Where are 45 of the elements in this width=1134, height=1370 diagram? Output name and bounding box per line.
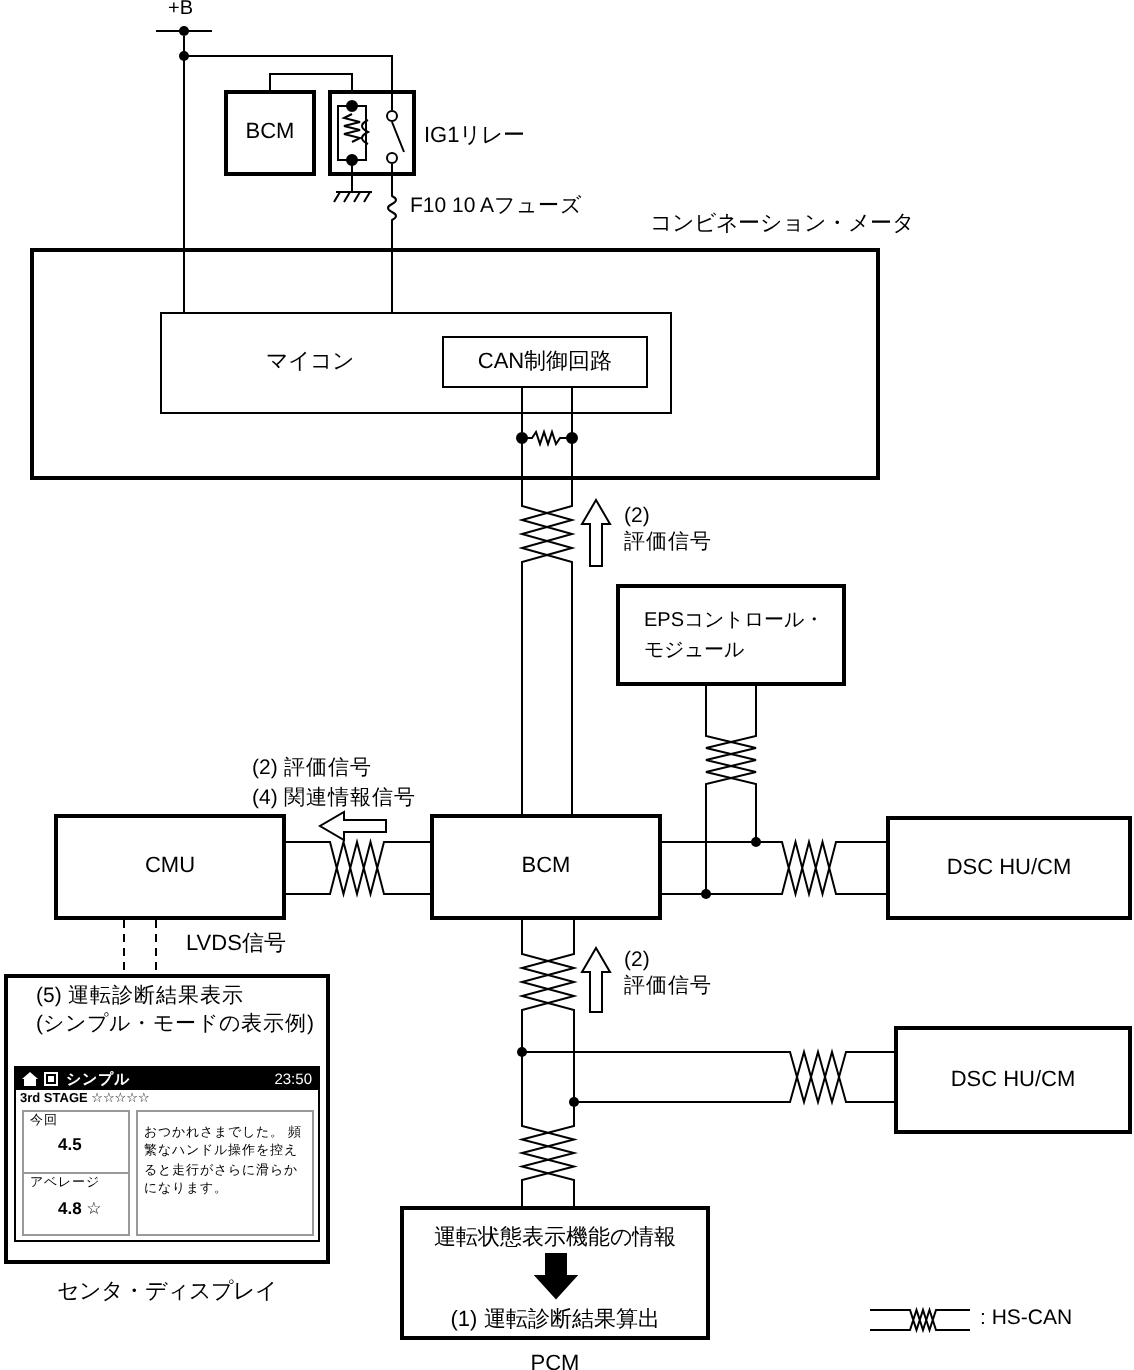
module-box — [894, 1026, 1132, 1134]
caption-text: センタ・ディスプレイ — [55, 1278, 279, 1307]
legend-text: : HS-CAN — [980, 1306, 1073, 1330]
module-box — [54, 814, 286, 920]
caption-text: PCM — [528, 1350, 582, 1370]
unit-label: コンビネーション・メータ — [650, 210, 914, 239]
wire — [661, 841, 757, 895]
fuse-label: F10 10 Aフューズ — [410, 194, 583, 221]
signal-label: (2) 評価信号 — [252, 756, 372, 783]
unit-label: 運転状態表示機能の情報 — [432, 1224, 678, 1253]
unit-label: (5) 運転診断結果表示 (シンプル・モードの表示例) — [36, 984, 316, 1039]
dashed-line — [123, 919, 157, 975]
edge-label: LVDS信号 — [184, 928, 288, 958]
signal-label: (4) 関連情報信号 — [252, 786, 416, 813]
module-box — [430, 814, 662, 920]
wire — [705, 838, 887, 898]
caption-text: (1) 運転診断結果算出 — [448, 1306, 662, 1335]
wire — [518, 387, 576, 815]
wire — [269, 73, 353, 91]
signal-label: (2) 評価信号 — [624, 948, 714, 1001]
score-value: 4.8 ☆ — [58, 1198, 102, 1219]
module-box — [160, 312, 672, 414]
unit-label: EPSコントロール・モジュール — [644, 608, 827, 666]
unit-label: DSC HU/CM — [948, 1065, 1078, 1096]
unit-label: CAN制御回路 — [475, 347, 615, 378]
score-value: 4.5 — [58, 1134, 82, 1155]
module-box — [224, 90, 316, 176]
wire — [521, 1048, 895, 1106]
wire — [387, 175, 397, 313]
wire — [285, 838, 431, 898]
module-box — [616, 584, 846, 686]
unit-label: DSC HU/CM — [944, 853, 1074, 884]
terminal-text: +B — [168, 0, 194, 22]
unit-label: マイコン — [266, 348, 354, 377]
wire — [518, 919, 578, 1103]
wire — [518, 1051, 578, 1207]
unit-label: BCM — [243, 118, 297, 149]
module-box — [442, 336, 648, 388]
unit-label: BCM — [519, 852, 573, 883]
wire — [705, 685, 757, 895]
direction-arrow — [318, 810, 387, 842]
unit-label: IG1リレー — [424, 122, 526, 151]
signal-label: (2) 評価信号 — [624, 504, 714, 557]
module-box — [886, 816, 1132, 920]
unit-label: CMU — [142, 852, 198, 883]
